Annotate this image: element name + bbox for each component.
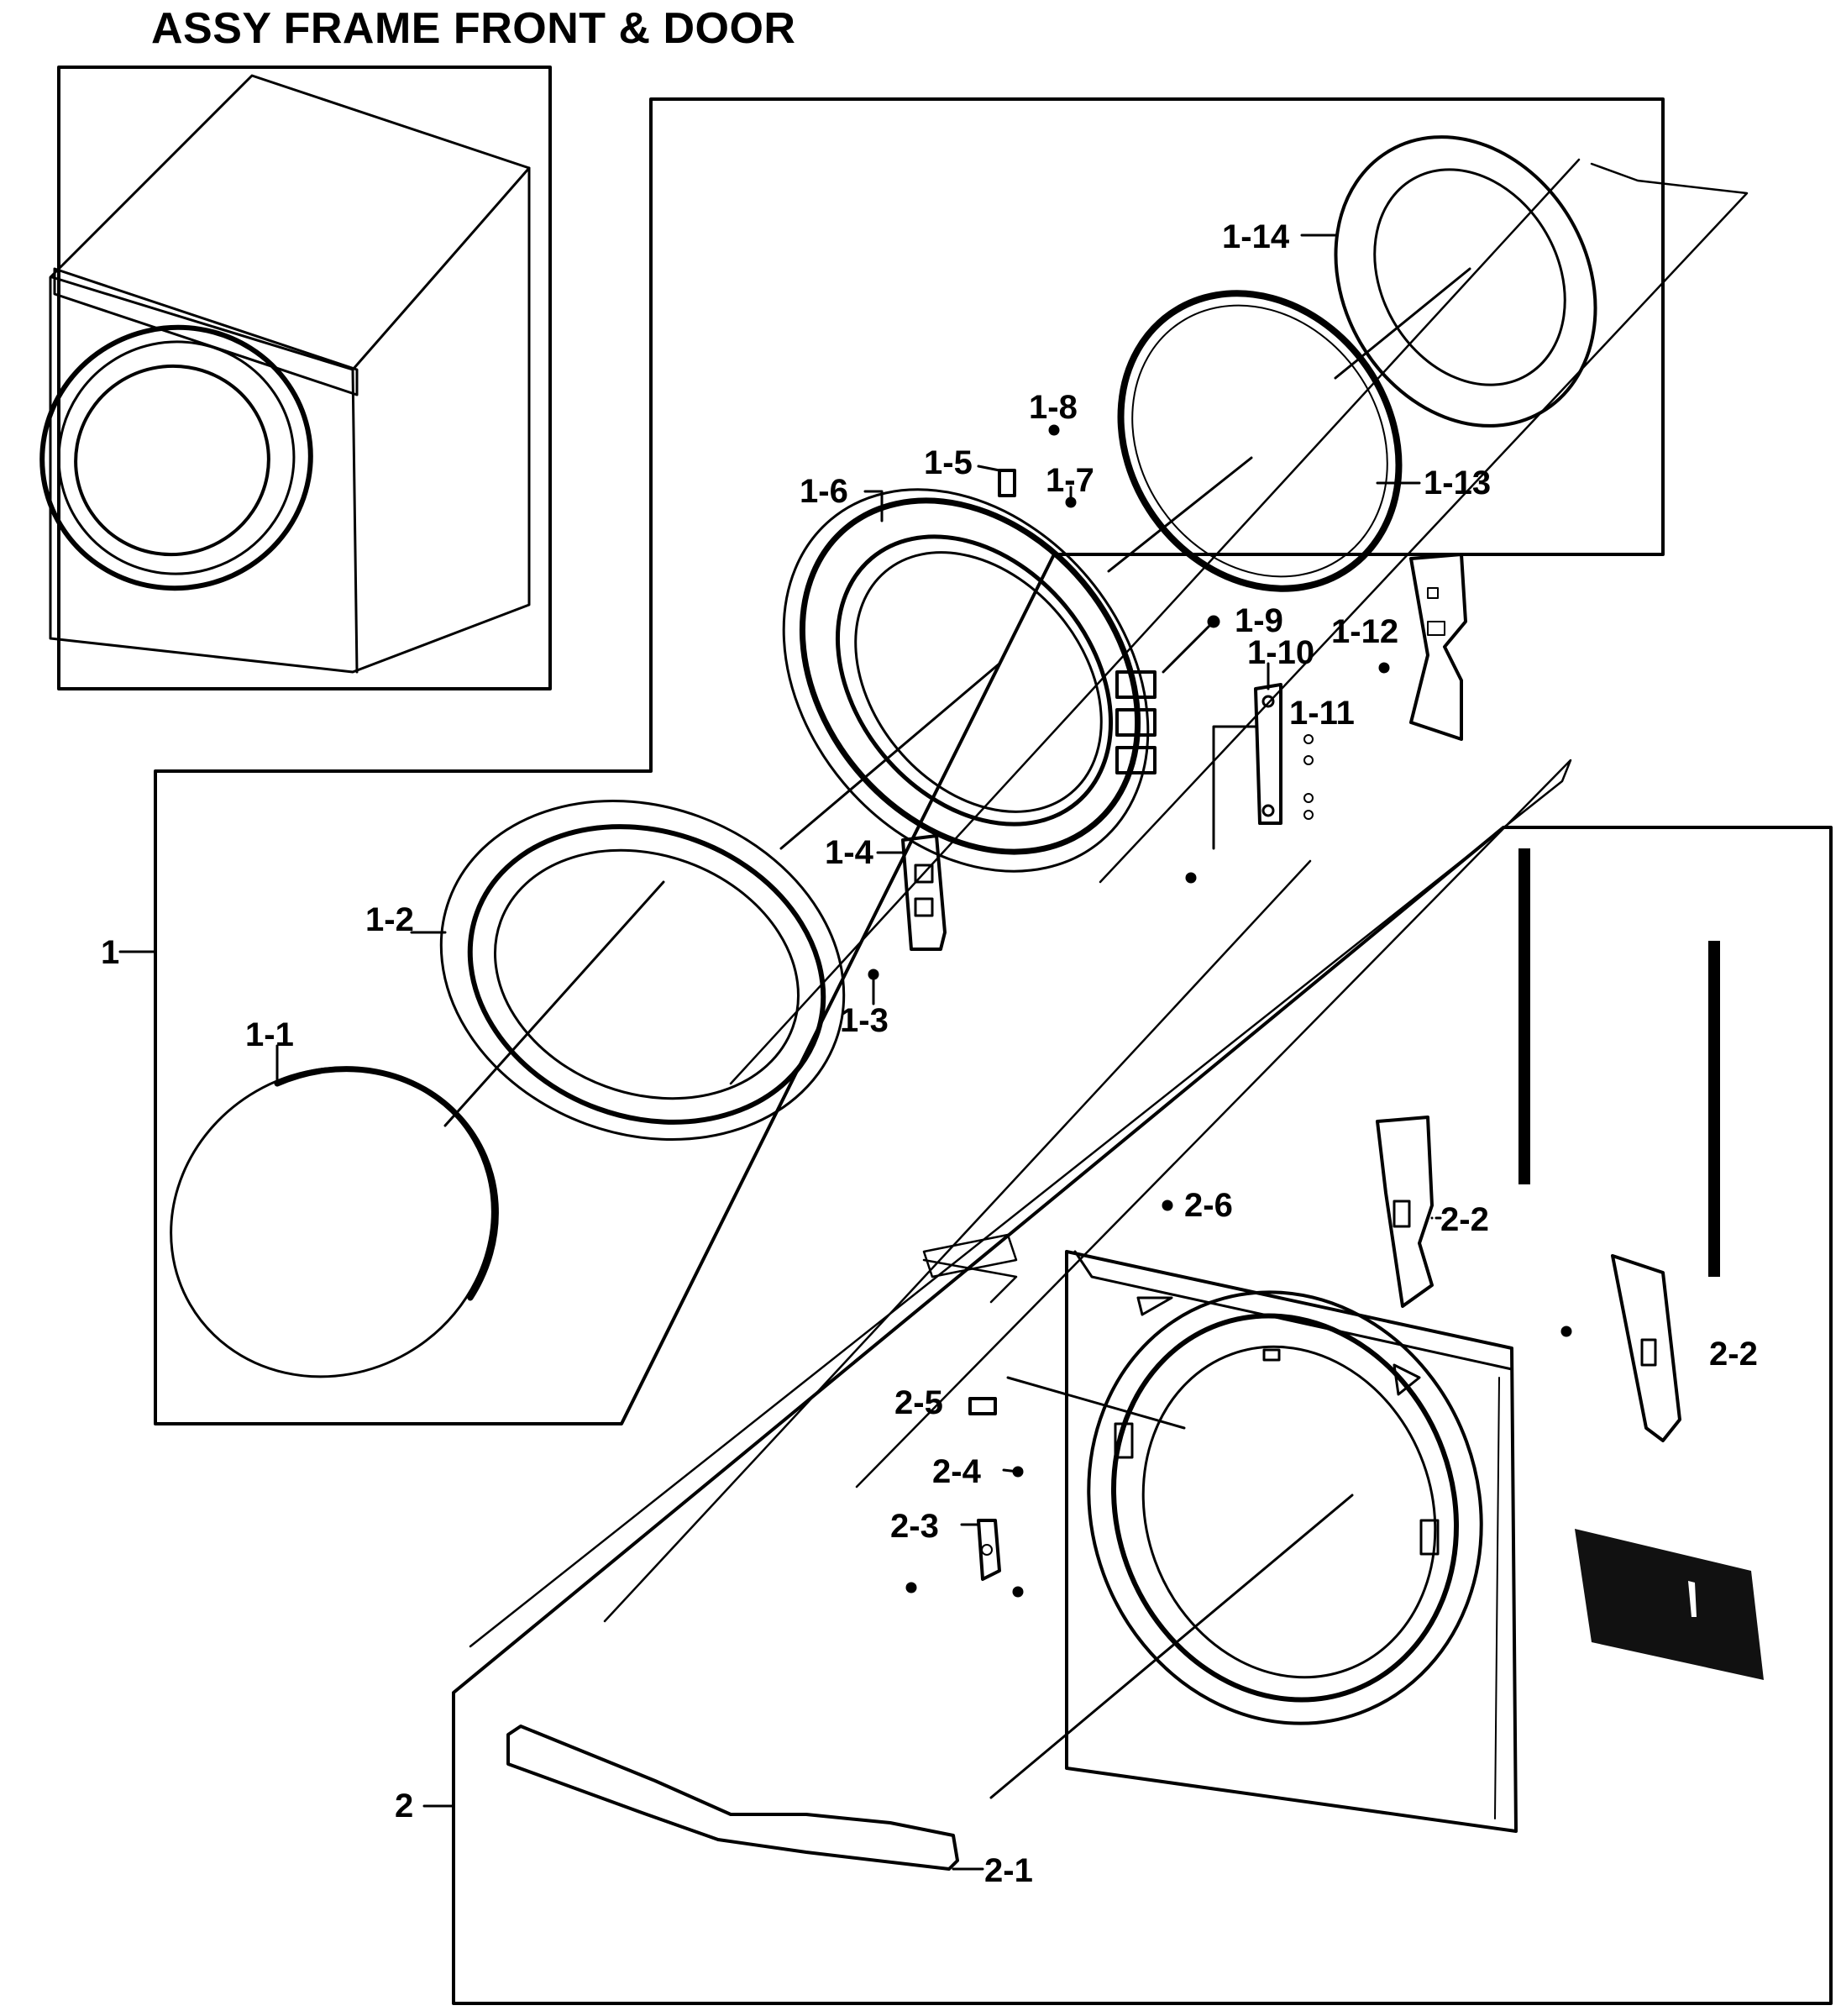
callout-1-9: 1-9 — [1235, 602, 1283, 639]
callout-1-7: 1-7 — [1046, 462, 1094, 499]
frame-small-parts — [905, 1200, 1572, 1598]
callout-1-14: 1-14 — [1222, 218, 1290, 255]
door-hinge-parts — [868, 424, 1220, 1005]
callout-1-13: 1-13 — [1424, 465, 1491, 501]
callout-2-2-lower: 2-2 — [1709, 1336, 1758, 1373]
guide-lines — [469, 158, 1749, 1648]
part-2-2-brackets — [1376, 1116, 1681, 1442]
group-2-frame — [422, 826, 1833, 2005]
dryer-illustration — [39, 74, 531, 674]
seal-strips — [1518, 848, 1720, 1277]
callout-1-6: 1-6 — [800, 473, 848, 510]
part-1-1-outer-door — [170, 1044, 499, 1378]
part-1-6-door-frame — [779, 488, 1157, 873]
callout-2-2-upper: 2-2 — [1440, 1201, 1489, 1238]
callout-1: 1 — [101, 934, 119, 971]
callout-1-5: 1-5 — [924, 444, 973, 481]
part-2-front-frame — [989, 1250, 1518, 1833]
callout-1-3: 1-3 — [840, 1002, 889, 1039]
callout-2-3: 2-3 — [890, 1508, 939, 1545]
callout-1-2: 1-2 — [365, 901, 414, 938]
inset-overview — [39, 66, 552, 690]
group-1-frame — [118, 97, 1665, 1425]
callout-2: 2 — [395, 1788, 413, 1824]
part-1-13-gasket — [1107, 290, 1421, 592]
page-title: ASSY FRAME FRONT & DOOR — [151, 4, 796, 53]
felt-pad — [1575, 1529, 1764, 1680]
callout-1-4: 1-4 — [825, 834, 874, 871]
callout-2-1: 2-1 — [984, 1852, 1033, 1889]
callout-1-8: 1-8 — [1029, 389, 1078, 426]
part-1-14-inner-glass — [1300, 135, 1597, 428]
part-1-2-door-cover — [410, 800, 846, 1141]
part-2-1-kickplate — [506, 1725, 984, 1871]
callout-2-5: 2-5 — [894, 1384, 943, 1421]
callout-1-10: 1-10 — [1247, 634, 1314, 671]
door-latch-parts — [1185, 553, 1467, 884]
callout-2-4: 2-4 — [932, 1453, 982, 1490]
callout-1-11: 1-11 — [1289, 695, 1355, 732]
callout-2-6: 2-6 — [1184, 1187, 1233, 1224]
callout-1-12: 1-12 — [1331, 613, 1398, 650]
callout-1-1: 1-1 — [245, 1016, 294, 1053]
callout-labels: 1 1-1 1-2 1-3 1-4 1-5 1-6 1-7 1-8 1-9 1-… — [101, 218, 1758, 1889]
